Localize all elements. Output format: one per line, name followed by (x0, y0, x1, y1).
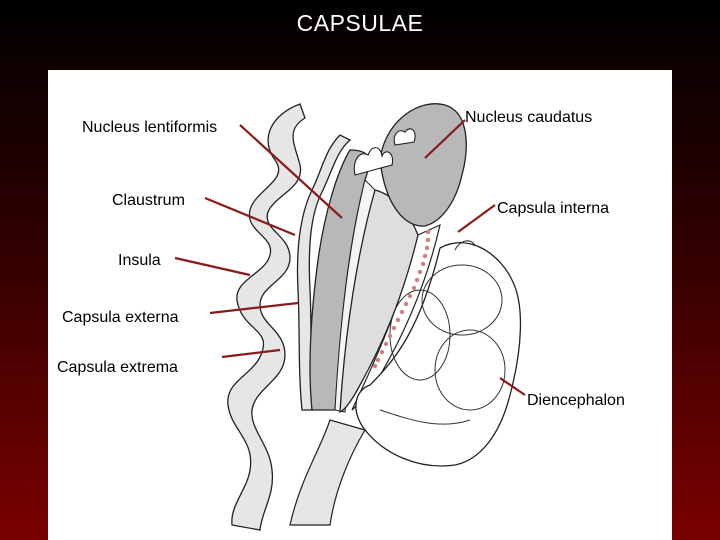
lower-fiber-tract (290, 420, 365, 525)
label-nucleus-caudatus: Nucleus caudatus (465, 109, 592, 126)
label-capsula-externa: Capsula externa (62, 309, 179, 326)
label-insula: Insula (118, 252, 161, 269)
label-nucleus-lentiformis: Nucleus lentiformis (82, 119, 217, 136)
leader-capsula-interna (458, 205, 495, 232)
label-diencephalon: Diencephalon (527, 392, 625, 409)
label-capsula-extrema: Capsula extrema (57, 359, 178, 376)
outer-cortex-fold (228, 104, 305, 530)
leader-claustrum (205, 198, 295, 235)
leader-insula (175, 258, 250, 275)
label-claustrum: Claustrum (112, 192, 185, 209)
label-capsula-interna: Capsula interna (497, 200, 609, 217)
